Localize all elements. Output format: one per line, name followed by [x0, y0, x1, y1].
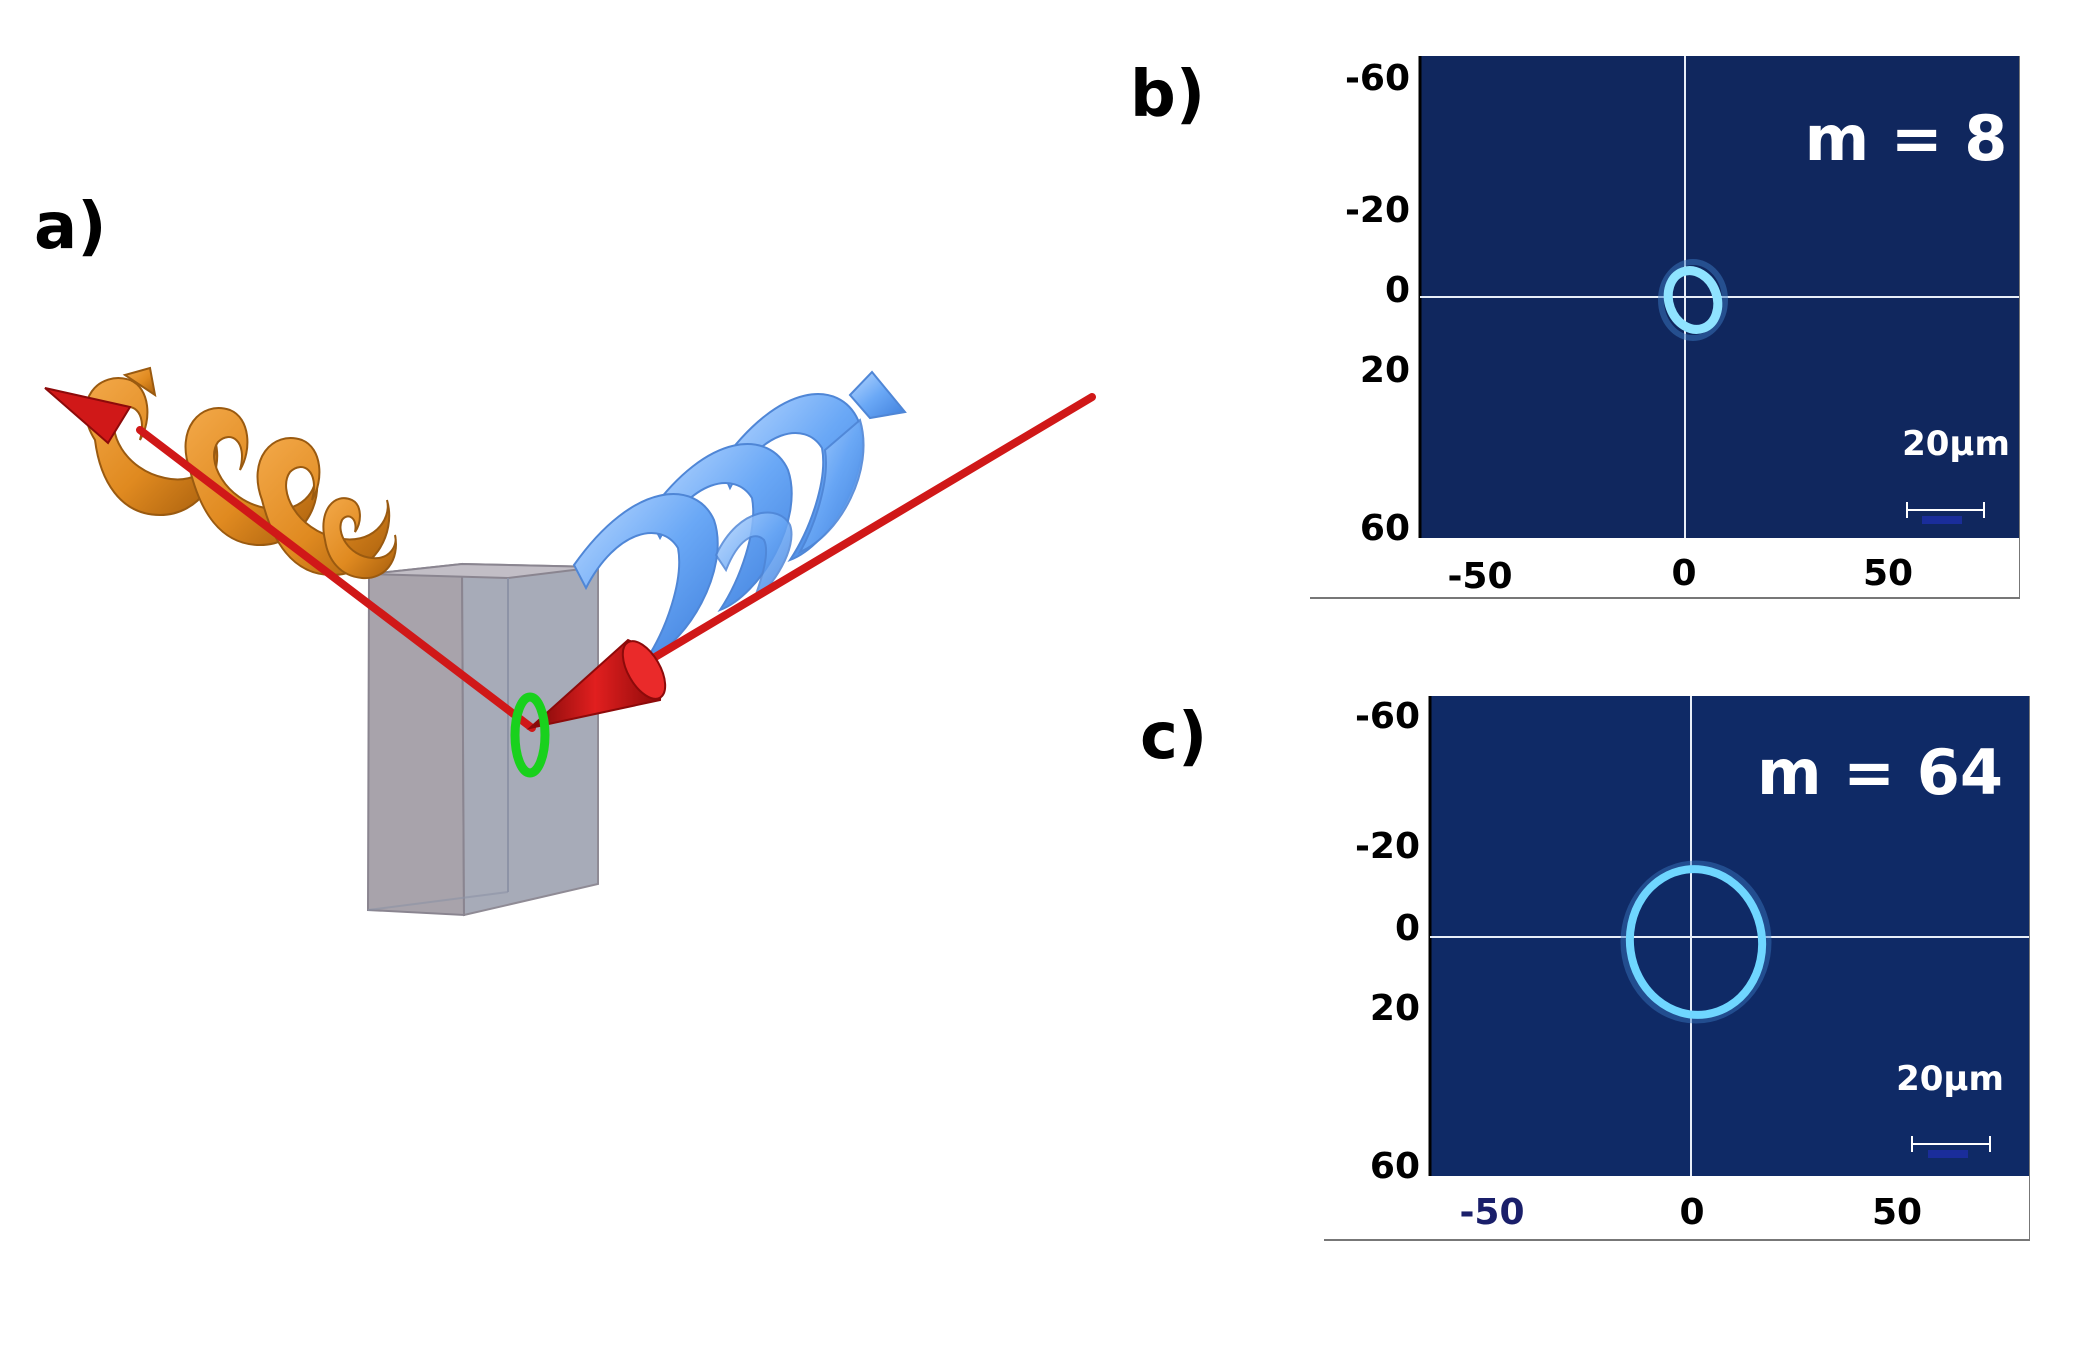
scale-bar-label: 20µm	[1896, 1059, 2004, 1099]
mode-annotation: m = 8	[1805, 102, 2008, 175]
crystal-block	[366, 562, 599, 917]
y-tick-label: 0	[1385, 270, 1410, 311]
incoming-helix	[572, 370, 907, 663]
beam-profile-m8: -60 -20 0 20 60 -50 0 50 m = 8 20µm	[1290, 40, 2020, 610]
outgoing-beam	[44, 387, 536, 732]
green-ring	[510, 692, 550, 778]
outgoing-helix	[84, 366, 397, 580]
y-tick-label: -60	[1355, 696, 1420, 737]
x-tick-label: 0	[1679, 1192, 1704, 1233]
y-tick-label: 60	[1370, 1146, 1420, 1187]
scale-bar-label: 20µm	[1902, 424, 2010, 464]
mode-annotation: m = 64	[1757, 736, 2003, 809]
incoming-helix-front	[797, 418, 865, 555]
beam-ring	[1625, 865, 1767, 1019]
y-tick-label: 0	[1395, 908, 1420, 949]
x-tick-label: -50	[1447, 556, 1512, 597]
y-tick-label: 60	[1360, 508, 1410, 549]
x-tick-label: 50	[1863, 553, 1913, 594]
x-tick-label: 0	[1671, 553, 1696, 594]
scale-bar	[1911, 1136, 1991, 1152]
x-tick-label: -50	[1459, 1192, 1524, 1233]
scale-bar	[1906, 502, 1985, 518]
y-tick-label: 20	[1370, 988, 1420, 1029]
y-tick-label: -20	[1355, 826, 1420, 867]
beam-ring	[1663, 266, 1723, 334]
panel-label-c: c)	[1140, 700, 1208, 774]
beam-diagram	[44, 366, 1096, 917]
x-tick-label: 50	[1872, 1192, 1922, 1233]
panel-label-b: b)	[1130, 58, 1206, 132]
beam-profile-m64: -60 -20 0 20 60 -50 0 50 m = 64 20µm	[1300, 680, 2030, 1250]
y-tick-label: -60	[1345, 58, 1410, 99]
panel-label-a: a)	[34, 190, 107, 264]
y-tick-label: 20	[1360, 350, 1410, 391]
incoming-beam	[526, 393, 1096, 730]
y-tick-label: -20	[1345, 190, 1410, 231]
